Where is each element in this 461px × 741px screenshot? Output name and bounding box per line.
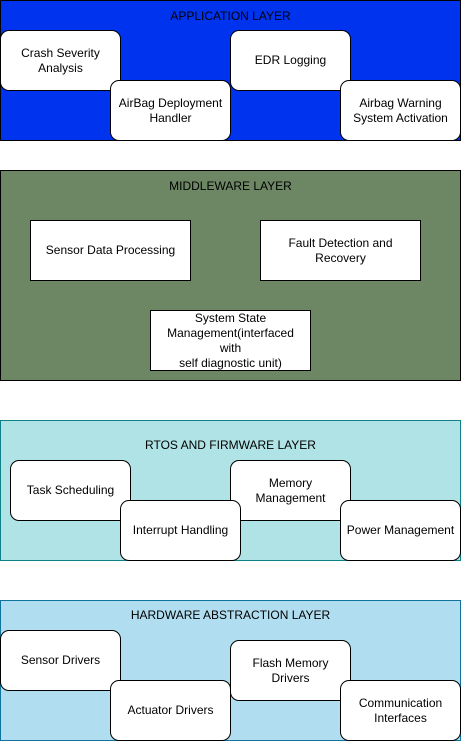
flash-memory-drivers-box: Flash Memory Drivers — [230, 640, 351, 701]
hardware-abstraction-layer-title: HARDWARE ABSTRACTION LAYER — [130, 608, 331, 622]
airbag-warning-system-box: Airbag Warning System Activation — [340, 80, 461, 141]
application-layer-title: APPLICATION LAYER — [170, 9, 291, 23]
task-scheduling-box: Task Scheduling — [10, 460, 131, 521]
middleware-layer-title: MIDDLEWARE LAYER — [169, 179, 292, 193]
memory-management-box: Memory Management — [230, 460, 351, 521]
fault-detection-recovery-box: Fault Detection and Recovery — [260, 220, 421, 281]
crash-severity-analysis-box: Crash Severity Analysis — [0, 30, 121, 91]
interrupt-handling-box: Interrupt Handling — [120, 500, 241, 561]
communication-interfaces-box: Communication Interfaces — [340, 680, 461, 741]
system-state-management-box: System State Management(interfaced with … — [150, 310, 311, 371]
sensor-data-processing-box: Sensor Data Processing — [30, 220, 191, 281]
airbag-deployment-handler-box: AirBag Deployment Handler — [110, 80, 231, 141]
power-management-box: Power Management — [340, 500, 461, 561]
sensor-drivers-box: Sensor Drivers — [0, 630, 121, 691]
rtos-firmware-layer-title: RTOS AND FIRMWARE LAYER — [145, 438, 316, 452]
edr-logging-box: EDR Logging — [230, 30, 351, 91]
actuator-drivers-box: Actuator Drivers — [110, 680, 231, 741]
